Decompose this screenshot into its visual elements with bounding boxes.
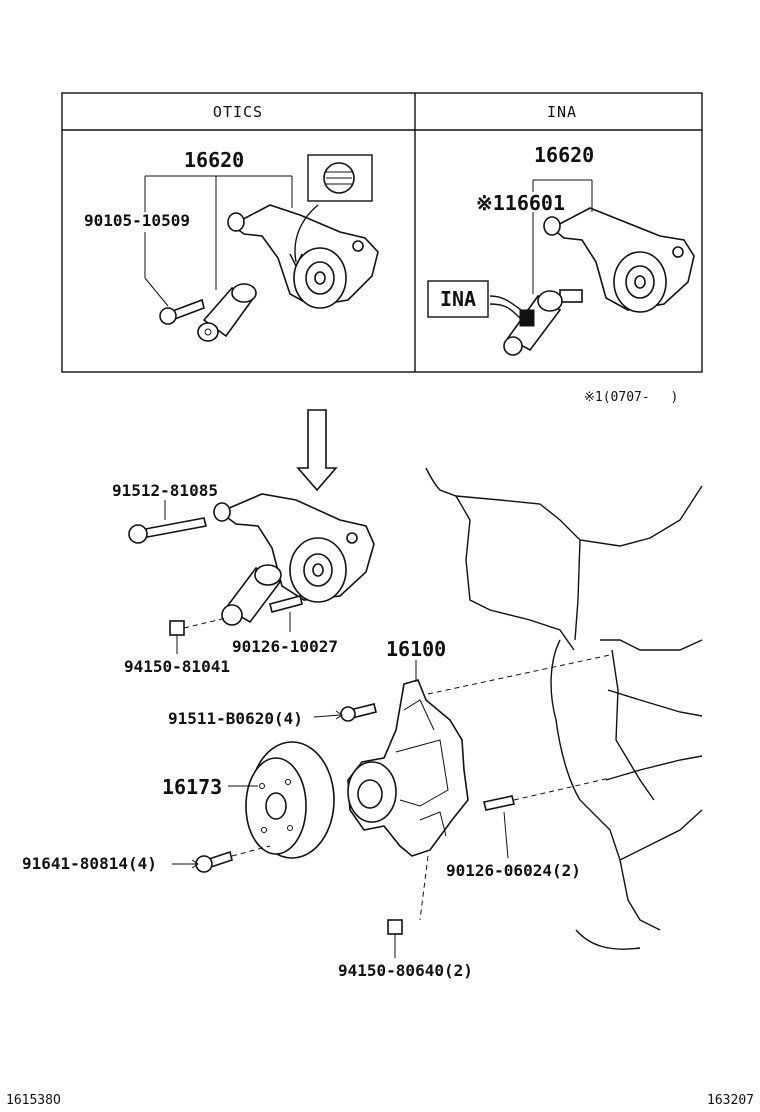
label-91512: 91512-81085 — [112, 481, 218, 500]
header-otics: OTICS — [213, 103, 263, 121]
engine-block-outline — [425, 467, 703, 950]
label-90126-10027: 90126-10027 — [232, 637, 338, 656]
ref-code-right: 163207 — [707, 1093, 754, 1108]
label-91641: 91641-80814(4) — [22, 854, 157, 873]
tensioner-assembly: 91512-81085 90126-10027 94150-81041 — [112, 481, 375, 676]
label-ina-16620: 16620 — [534, 143, 594, 167]
pulley-assembly: 16173 91641-80814(4) — [22, 741, 335, 873]
label-91511: 91511-B0620(4) — [168, 709, 303, 728]
label-16100: 16100 — [386, 637, 446, 661]
label-ina-tag: INA — [440, 287, 476, 311]
label-16173: 16173 — [162, 775, 222, 799]
label-94150-80640: 94150-80640(2) — [338, 961, 473, 980]
label-90126-06024: 90126-06024(2) — [446, 861, 581, 880]
variant-table: OTICS INA — [61, 92, 703, 373]
label-otics-16620: 16620 — [184, 148, 244, 172]
label-ina-16601: ※116601 — [476, 191, 565, 215]
down-arrow-icon — [296, 409, 338, 492]
label-94150-81041: 94150-81041 — [124, 657, 230, 676]
ref-code-left: 161538O — [6, 1093, 61, 1108]
header-ina: INA — [547, 103, 577, 121]
label-otics-bolt: 90105-10509 — [84, 211, 190, 230]
otics-tensioner-drawing: 16620 90105-10509 — [84, 148, 379, 342]
ina-tensioner-drawing: INA 16620 ※116601 — [427, 143, 695, 356]
footnote: ※1(0707- ) — [584, 390, 678, 405]
water-pump-assembly: 16100 91511-B0620(4) 90126-06024(2) 9415… — [168, 637, 611, 980]
